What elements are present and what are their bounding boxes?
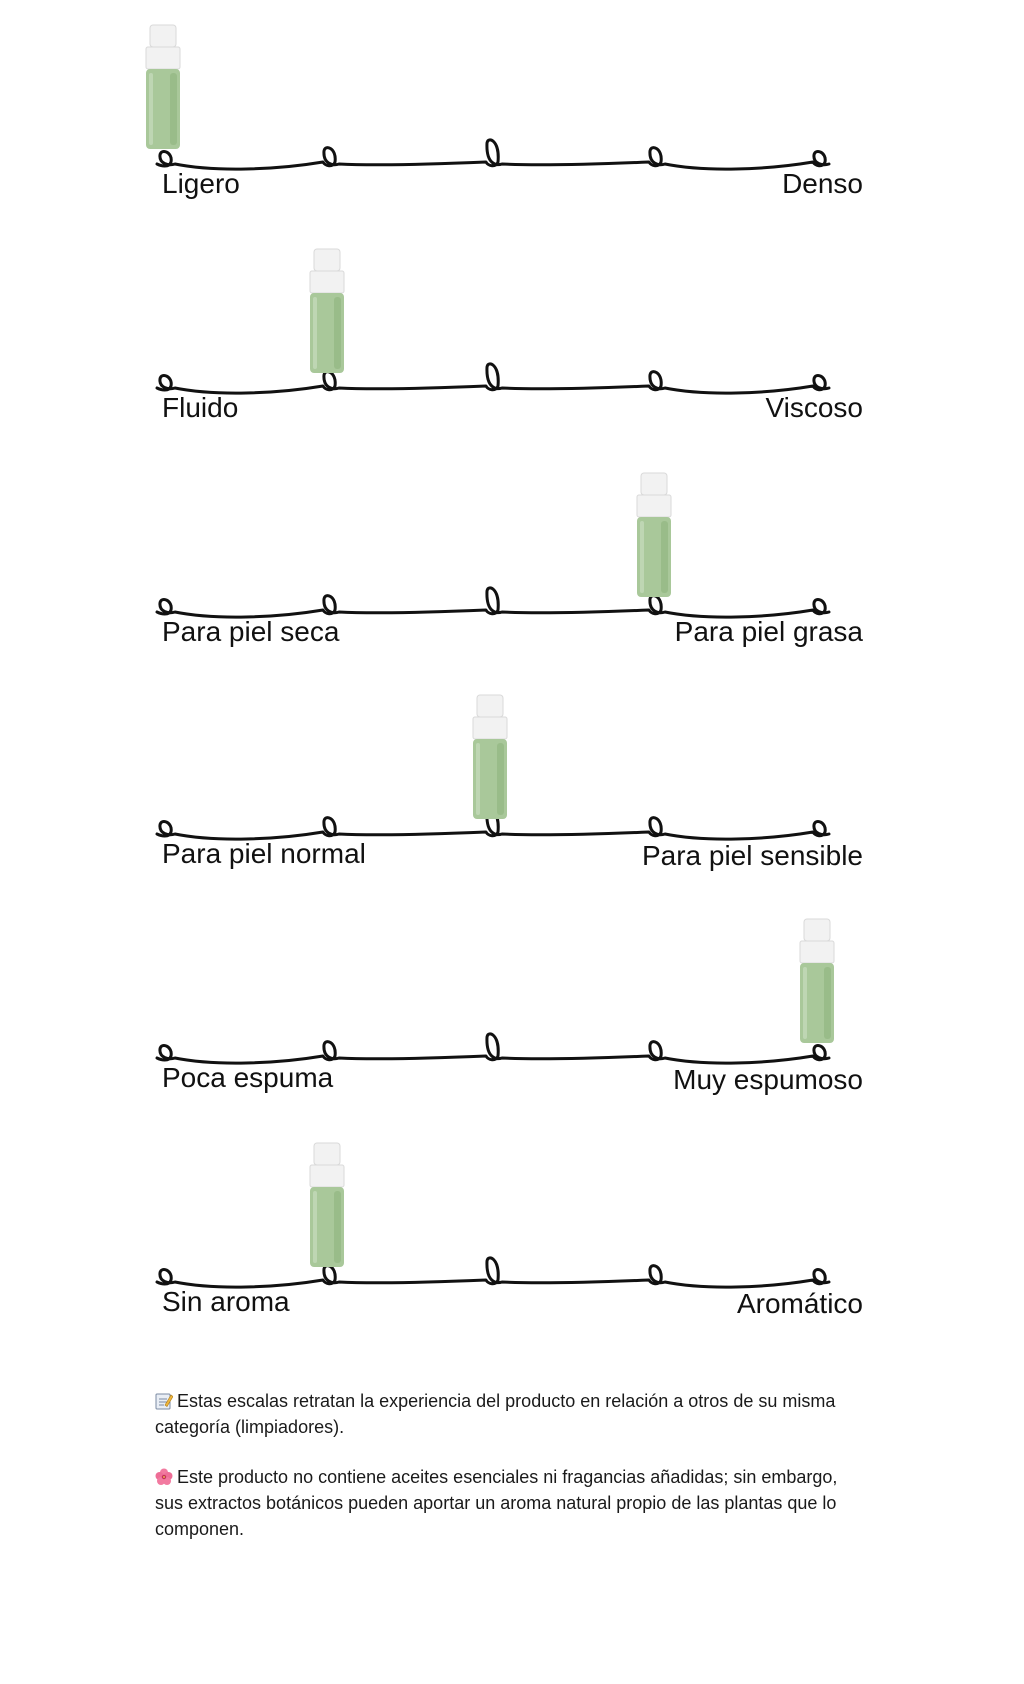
scale-right-label: Denso [782,168,863,199]
foam-bottle-marker [799,917,835,1047]
squiggle-path [155,586,831,619]
scale-right-label: Para piel grasa [674,616,863,647]
bottle-icon [799,918,835,1043]
scale-left-label: Sin aroma [162,1286,290,1317]
foam-bottle-marker [309,247,345,377]
scale-normal-sensitive-skin: Para piel normal Para piel sensible [155,680,865,890]
squiggle-scale-line [155,586,831,619]
bottle-icon [309,248,344,373]
foam-bottle-marker [145,23,181,153]
foam-bottle-marker [636,471,672,601]
scale-left-label: Para piel normal [162,838,366,869]
scale-right-label: Aromático [736,1288,863,1319]
note-fragrance: Este producto no contiene aceites esenci… [155,1464,870,1542]
bottle-icon [309,1142,344,1267]
foam-bottle-marker [472,693,508,823]
bottle-icon [145,24,181,149]
squiggle-path [155,138,831,171]
squiggle-scale-line [155,138,831,171]
scale-right-label: Viscoso [765,392,863,423]
squiggle-scale-line [155,1256,831,1289]
scale-left-label: Poca espuma [162,1062,334,1093]
note-scales-text: Estas escalas retratan la experiencia de… [155,1391,836,1437]
bottle-icon [472,694,508,819]
squiggle-scale-line [155,362,831,395]
scale-texture-light-dense: Ligero Denso [145,10,865,220]
memo-icon [155,1393,173,1410]
scale-fluid-viscous: Fluido Viscoso [155,234,865,444]
squiggle-path [155,1032,831,1065]
note-fragrance-text: Este producto no contiene aceites esenci… [155,1467,838,1539]
hibiscus-icon [155,1468,173,1485]
scale-left-label: Para piel seca [162,616,340,647]
squiggle-scale-line [155,1032,831,1065]
foam-bottle-marker [309,1141,345,1271]
squiggle-path [155,362,831,395]
scale-right-label: Para piel sensible [641,840,863,871]
scale-left-label: Ligero [162,168,240,199]
scale-foam: Poca espuma Muy espumoso [155,904,865,1114]
scale-left-label: Fluido [162,392,239,423]
scale-notes: Estas escalas retratan la experiencia de… [155,1388,870,1566]
bottle-icon [636,472,671,597]
scale-dry-oily-skin: Para piel seca Para piel grasa [155,458,865,668]
scale-right-label: Muy espumoso [673,1064,863,1095]
scale-aroma: Sin aroma Aromático [155,1128,865,1338]
note-scales-context: Estas escalas retratan la experiencia de… [155,1388,870,1440]
squiggle-path [155,1256,831,1289]
